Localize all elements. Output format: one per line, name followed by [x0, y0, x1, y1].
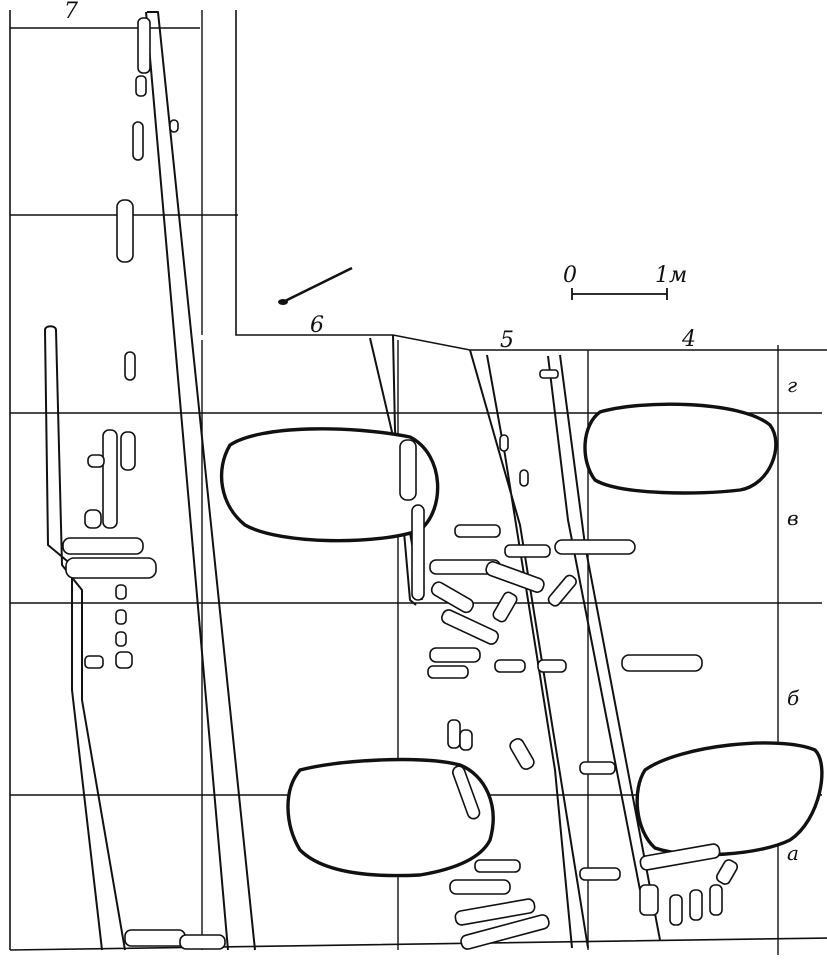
- stone-fragment: [539, 369, 559, 379]
- stone-fragment: [709, 884, 723, 916]
- stone-fragment: [459, 729, 473, 751]
- pit-features: [219, 402, 824, 878]
- stone-fragment: [102, 429, 118, 529]
- stone-fragment: [689, 889, 703, 921]
- scale-end-label: 1м: [655, 263, 687, 288]
- stone-fragment: [454, 524, 501, 538]
- stone-fragment: [115, 651, 133, 669]
- stone-fragment: [547, 574, 577, 607]
- stone-fragment: [169, 119, 179, 133]
- stone-fragment: [84, 509, 102, 529]
- stone-fragment: [124, 929, 186, 947]
- stone-fragment: [715, 859, 739, 885]
- stone-fragment: [504, 544, 551, 558]
- stone-fragment: [537, 659, 567, 673]
- stone-fragment: [474, 859, 521, 873]
- grid-row-a-label: а: [787, 841, 799, 865]
- stone-fragment: [579, 761, 616, 775]
- grid-column-4-label: 4: [681, 327, 696, 352]
- stone-fragment: [492, 591, 518, 623]
- stone-fragment: [116, 199, 134, 263]
- stone-fragment: [135, 75, 147, 97]
- stone-fragment: [449, 879, 511, 895]
- scale-bar: 0 1м: [563, 263, 687, 300]
- stone-fragment: [430, 581, 475, 614]
- stone-fragment: [579, 867, 621, 881]
- stone-fragment: [454, 898, 536, 926]
- stone-fragment: [179, 934, 226, 950]
- stone-fragment: [115, 584, 127, 600]
- wall-trace-col-5: [469, 349, 589, 949]
- stone-fragment: [452, 765, 481, 820]
- stone-fragment: [124, 351, 136, 381]
- stone-fragment: [411, 504, 425, 601]
- stone-fragment: [554, 539, 636, 555]
- stone-fragment: [460, 914, 550, 950]
- stone-fragment: [494, 659, 526, 673]
- grid-column-6-label: 6: [310, 313, 324, 338]
- scale-start-label: 0: [563, 263, 577, 288]
- stone-fragment: [427, 665, 469, 679]
- stone-fragment: [65, 557, 157, 579]
- stone-fragment: [399, 439, 417, 501]
- stone-fragment: [137, 17, 151, 74]
- stone-fragment: [499, 434, 509, 452]
- stone-fragment: [87, 454, 105, 468]
- stone-fragment: [447, 719, 461, 749]
- stone-fragment: [429, 647, 481, 663]
- north-arrow-icon: [278, 266, 353, 305]
- stone-fragment: [441, 609, 499, 645]
- stone-fragment: [639, 884, 659, 916]
- pit-a6: [286, 757, 495, 878]
- stone-fragment: [669, 894, 683, 926]
- grid-row-g-label: г: [787, 373, 797, 397]
- stone-fragment: [120, 431, 136, 471]
- stone-fragment: [115, 631, 127, 647]
- stone-fragment: [62, 537, 144, 555]
- stone-fragment: [621, 654, 703, 672]
- stone-fragment: [115, 609, 127, 625]
- stone-fragment: [485, 561, 545, 593]
- wall-trace-left: [44, 325, 126, 951]
- grid-column-7-label: 7: [64, 0, 78, 24]
- pit-v4: [583, 402, 778, 495]
- stone-fragment: [132, 121, 144, 161]
- stone-fragment: [519, 469, 529, 487]
- stone-fragment: [509, 738, 535, 770]
- pit-a4: [635, 741, 824, 857]
- stone-fragments: [62, 17, 739, 950]
- grid-row-b-label: б: [787, 686, 800, 710]
- grid-row-v-label: в: [787, 506, 799, 530]
- wall-trace-col-7: [145, 11, 256, 951]
- stone-fragment: [84, 655, 104, 669]
- stone-fragment: [639, 843, 721, 871]
- grid-column-5-label: 5: [500, 328, 514, 353]
